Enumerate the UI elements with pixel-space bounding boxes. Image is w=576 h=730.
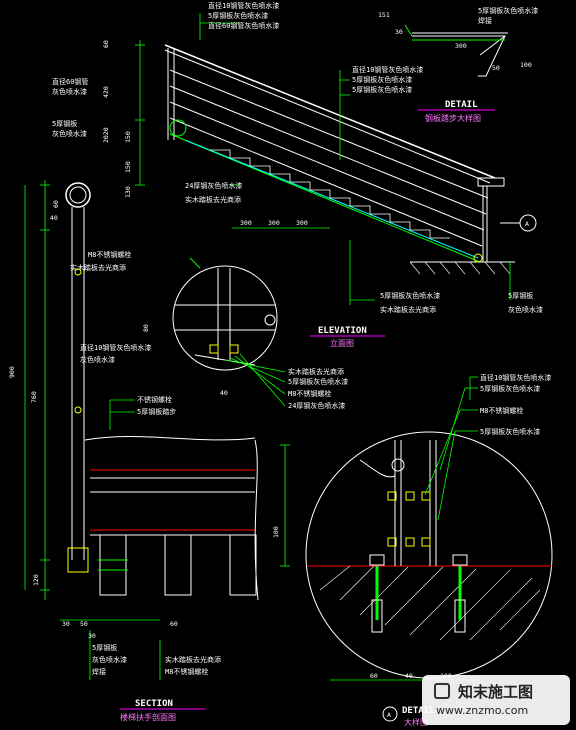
label-section-paint: 灰色喷水漆 xyxy=(92,655,127,664)
label-elev-right-1: 5厚钢板 xyxy=(508,291,533,300)
label-rd-plate-2: 5厚钢板灰色喷水漆 xyxy=(480,427,540,436)
label-plate-5: 5厚钢板灰色喷水漆 xyxy=(208,11,268,20)
label-mid-plate: 5厚钢板灰色喷水漆 xyxy=(352,75,412,84)
dim-130: 130 xyxy=(124,186,132,198)
det-label-weld: 焊接 xyxy=(478,16,492,25)
elevation-title: ELEVATION xyxy=(318,326,367,336)
label-cr-bolt: M8不锈钢螺栓 xyxy=(288,389,331,398)
dim-40a: 40 xyxy=(220,389,228,397)
label-section-bolt-m8: M8不锈钢螺栓 xyxy=(165,667,208,676)
label-section-bolt: 不锈钢螺栓 xyxy=(137,395,172,404)
elevation-handrail xyxy=(164,44,505,263)
dim-80: 80 xyxy=(142,324,150,332)
label-cr-wood: 实木踏板去光商添 xyxy=(288,367,344,376)
detail-title: DETAIL xyxy=(445,100,478,110)
label-rd-plate: 5厚钢板灰色喷水漆 xyxy=(480,384,540,393)
label-left-rail-10: 直径10钢管灰色喷水漆 xyxy=(80,343,151,352)
dim-s60: 60 xyxy=(170,620,178,628)
detail-step-drawing xyxy=(404,24,508,77)
label-rail-steel-10: 直径10钢管灰色喷水漆 xyxy=(208,1,279,10)
large-detail-circle xyxy=(305,431,553,679)
dim-60-top: 60 xyxy=(102,40,110,48)
dim-60b: 60 xyxy=(370,672,378,680)
section-dim-lines xyxy=(24,180,161,680)
dim-100: 100 xyxy=(272,526,280,538)
dim-760: 760 xyxy=(30,391,38,403)
dim-30b: 30 xyxy=(88,632,96,640)
label-section-plate: 5厚钢板 xyxy=(92,643,117,652)
dim-40b: 40 xyxy=(405,672,413,680)
dim-150b: 150 xyxy=(124,161,132,173)
det-dim-151: 151 xyxy=(378,11,390,19)
watermark-badge: 知末施工图 www.znzmo.com xyxy=(422,675,570,725)
dim-300a: 300 xyxy=(240,219,252,227)
dim-150a: 150 xyxy=(124,131,132,143)
label-24-steel: 24厚钢灰色喷水漆 xyxy=(185,181,242,190)
label-mid-rail: 直径10钢管灰色喷水漆 xyxy=(352,65,423,74)
dim-50: 50 xyxy=(80,620,88,628)
det-label-plate: 5厚钢板灰色喷水漆 xyxy=(478,6,538,15)
dim-60-left: 60 xyxy=(52,200,60,208)
detail2-title: DETAIL xyxy=(402,706,435,716)
elevation-subtitle: 立面图 xyxy=(330,338,354,348)
label-mid-extra: 5厚钢板灰色喷水漆 xyxy=(352,85,412,94)
callout-a-text: A xyxy=(525,220,529,228)
watermark-brand: 知末施工图 xyxy=(458,683,534,701)
label-cr-24: 24厚钢灰色喷水漆 xyxy=(288,401,345,410)
label-elev-right-2: 灰色喷水漆 xyxy=(508,305,543,314)
label-left-plate-paint: 灰色喷水漆 xyxy=(52,129,87,138)
label-rd-bolt: M8不锈钢螺栓 xyxy=(480,406,523,415)
watermark-url: www.znzmo.com xyxy=(436,704,529,717)
label-circle-wood: 实木踏板去光商添 xyxy=(70,263,126,272)
elevation-callout-a: A xyxy=(500,214,537,232)
large-detail-leaders xyxy=(280,376,480,681)
elev-dim-lines xyxy=(135,40,330,229)
dim-120: 120 xyxy=(32,574,40,586)
watermark-logo-icon xyxy=(434,683,450,699)
detail2-subtitle: 大样图 xyxy=(404,717,428,727)
label-circle-bolt: M8不锈钢螺栓 xyxy=(88,250,131,259)
dim-2020: 2020 xyxy=(102,127,110,143)
dim-300b: 300 xyxy=(268,219,280,227)
elevation-leaders xyxy=(199,13,511,305)
det-dim-100: 100 xyxy=(520,61,532,69)
section-tread xyxy=(84,435,259,601)
label-elev-plate: 5厚钢板灰色喷水漆 xyxy=(380,291,440,300)
det-dim-300: 300 xyxy=(455,42,467,50)
elevation-ground xyxy=(169,119,515,275)
det-dim-30: 30 xyxy=(395,28,403,36)
dim-420: 420 xyxy=(102,86,110,98)
label-rd-rail-10: 直径10钢管灰色喷水漆 xyxy=(480,373,551,382)
label-elev-wood: 实木踏板去光商添 xyxy=(380,305,436,314)
label-left-pipe-60: 直径60钢管 xyxy=(52,77,88,86)
section-post xyxy=(65,182,91,573)
circle-small-leaders xyxy=(224,353,286,407)
detail2-callout: A xyxy=(382,706,398,722)
section-title: SECTION xyxy=(135,699,173,709)
circle-detail-small xyxy=(172,257,278,371)
label-section-wood: 实木踏板去光商添 xyxy=(165,655,221,664)
det-dim-50: 50 xyxy=(492,64,500,72)
label-wood-tread: 实木踏板去光商添 xyxy=(185,195,241,204)
section-subtitle: 楼梯扶手剖面图 xyxy=(120,712,176,722)
elevation-steps xyxy=(210,149,450,239)
label-section-weld: 焊接 xyxy=(92,667,106,676)
label-cr-plate: 5厚钢板灰色喷水漆 xyxy=(288,377,348,386)
label-left-rail-paint: 灰色喷水漆 xyxy=(80,355,115,364)
label-pipe-60: 直径60钢管灰色喷水漆 xyxy=(208,21,279,30)
label-left-pipe-60-paint: 灰色喷水漆 xyxy=(52,87,87,96)
dim-900: 900 xyxy=(8,366,16,378)
detail2-callout-a: A xyxy=(387,711,391,719)
dim-40-left: 40 xyxy=(50,214,58,222)
dim-300c: 300 xyxy=(296,219,308,227)
label-section-tread: 5厚钢板踏步 xyxy=(137,407,176,416)
dim-30: 30 xyxy=(62,620,70,628)
detail-subtitle: 钢板踏步大样图 xyxy=(425,113,481,123)
label-left-plate-5: 5厚钢板 xyxy=(52,119,77,128)
